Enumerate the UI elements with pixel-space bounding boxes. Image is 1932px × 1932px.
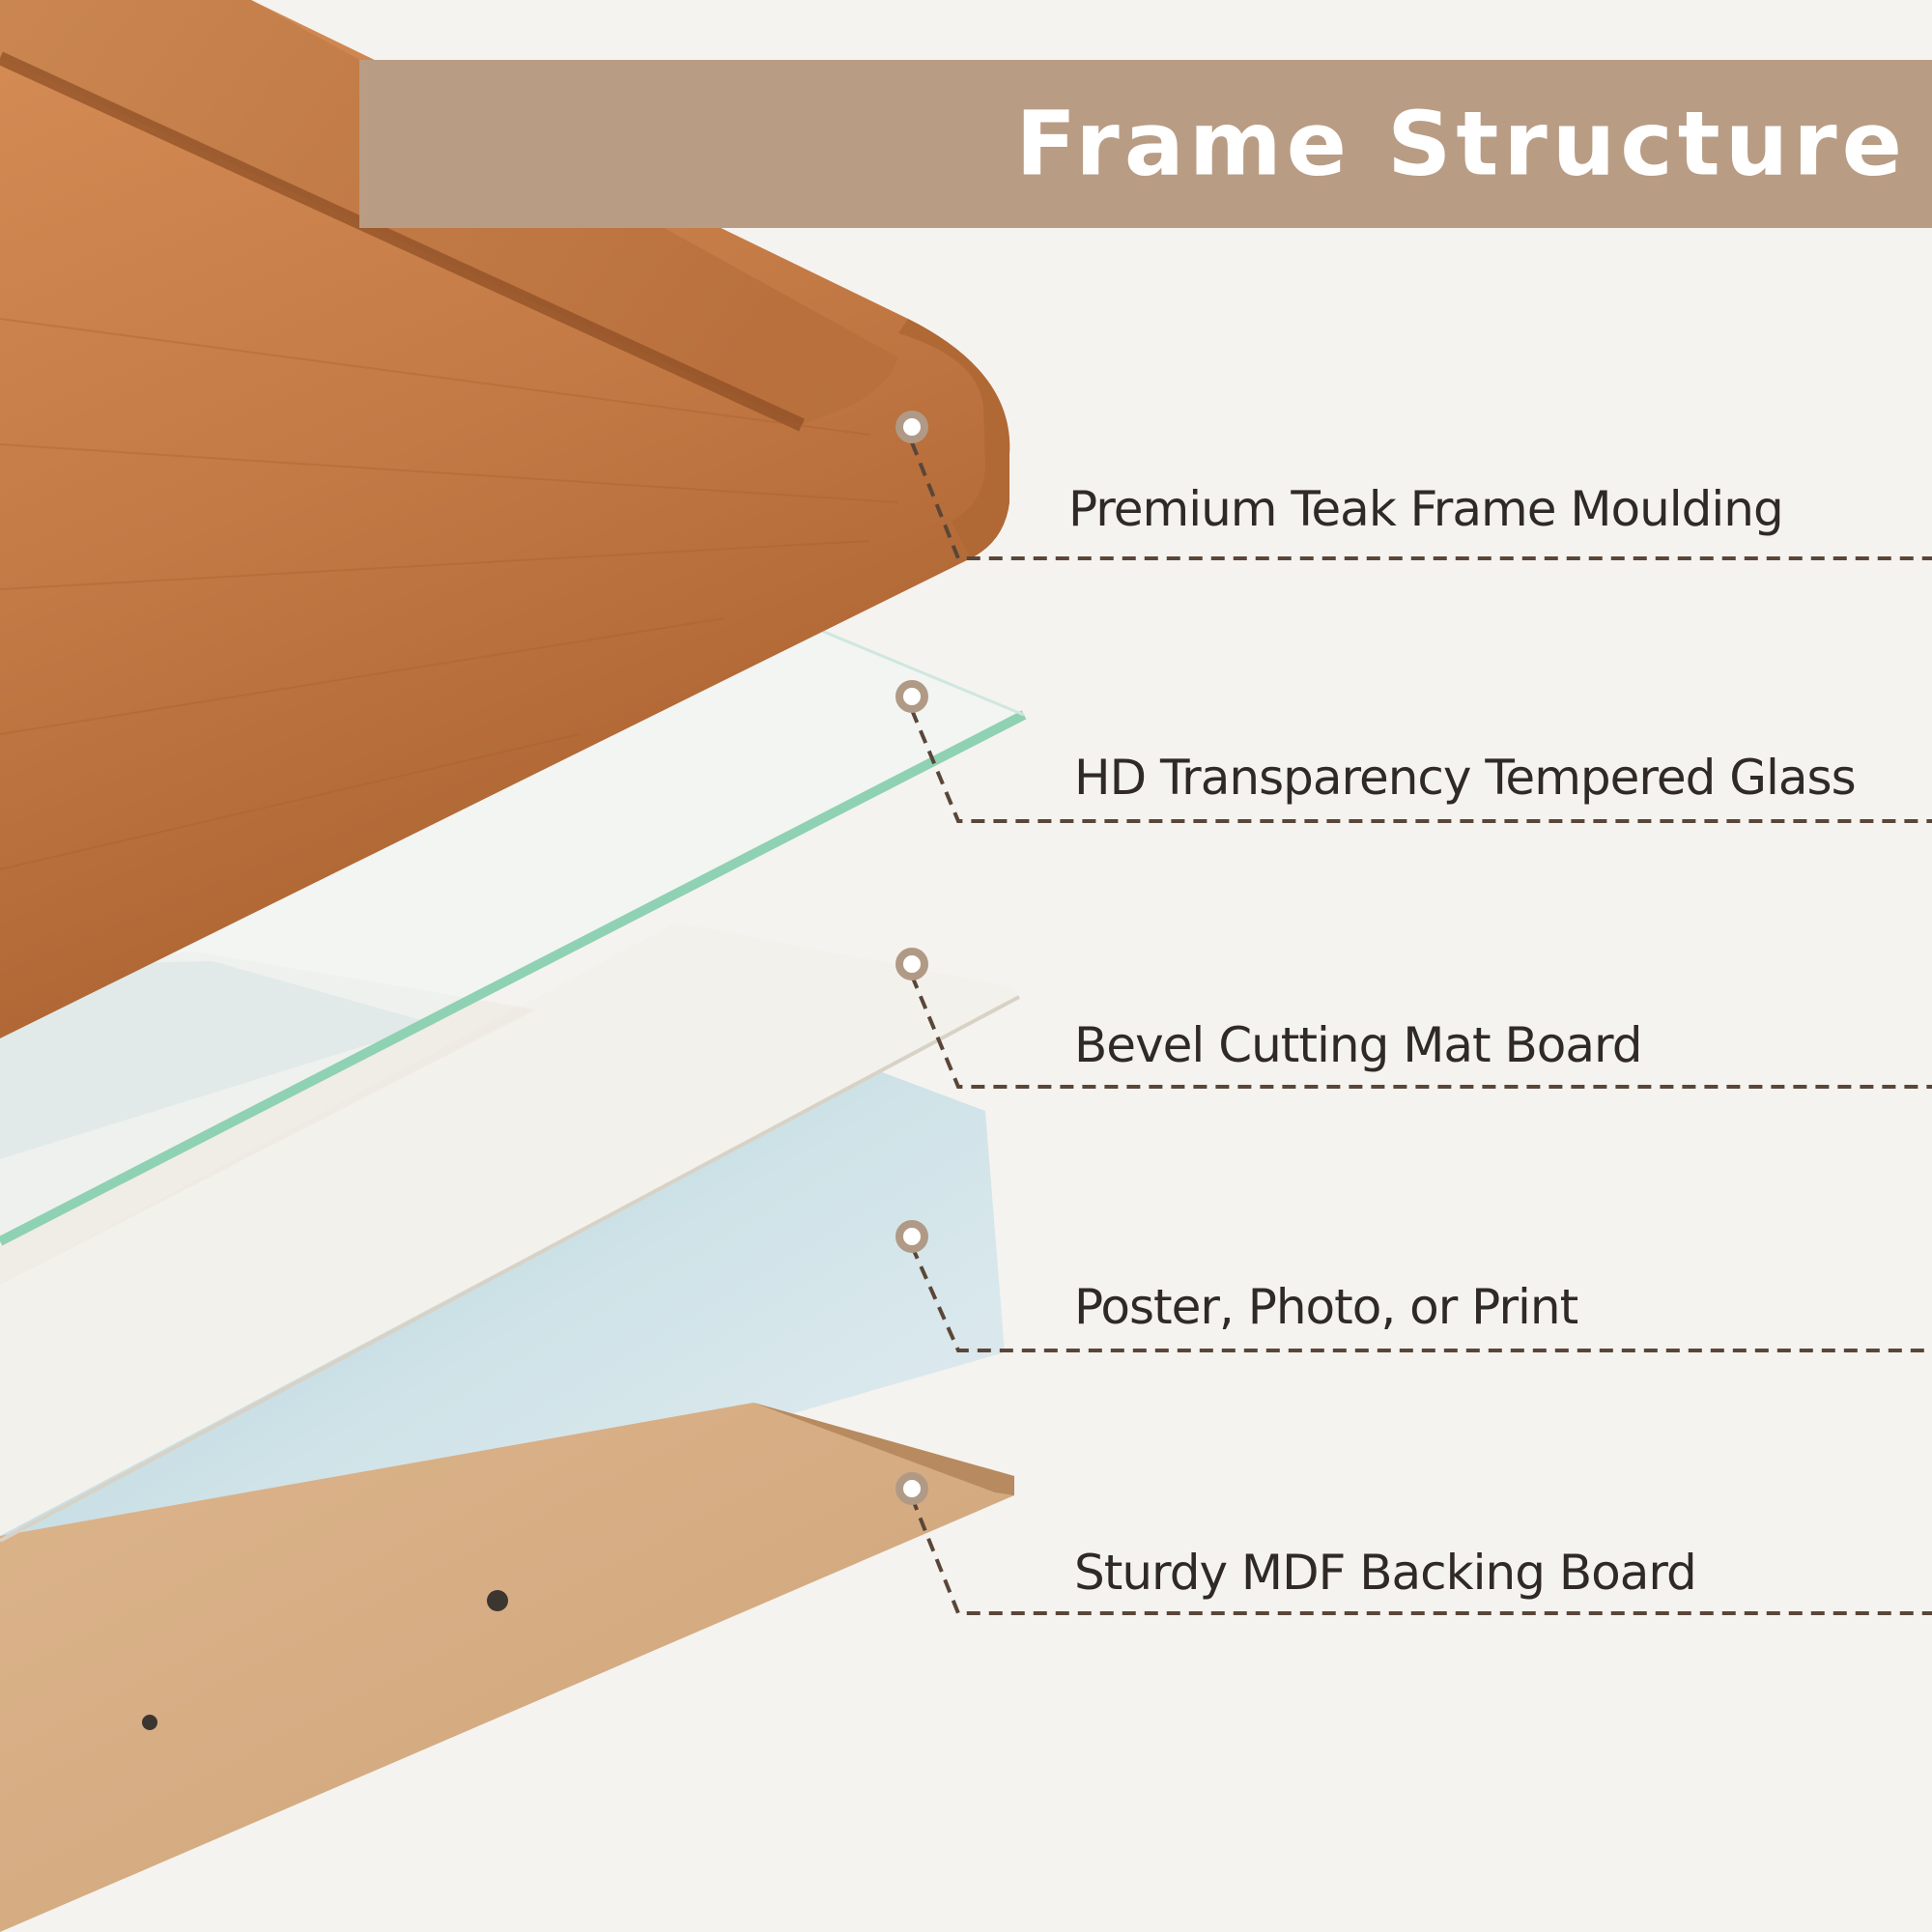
leader-line-mat — [910, 975, 1932, 1089]
marker-dot-mat — [895, 948, 928, 980]
label-tempered-glass: HD Transparency Tempered Glass — [1074, 750, 1857, 806]
frame-rounded-corner — [898, 319, 1010, 558]
title-banner: Frame Structure — [359, 60, 1932, 228]
frame-rabbet-groove — [0, 51, 805, 432]
page-title: Frame Structure — [1015, 92, 1907, 196]
photo-layer — [0, 1038, 1005, 1642]
label-mat-board: Bevel Cutting Mat Board — [1074, 1017, 1642, 1073]
glass-front-edge — [0, 710, 1027, 1246]
leader-line-glass — [910, 709, 1932, 823]
label-mdf-backing-board: Sturdy MDF Backing Board — [1074, 1545, 1697, 1601]
leader-line-print — [910, 1245, 1932, 1352]
teak-frame-moulding — [0, 0, 1010, 1038]
label-poster-photo-print: Poster, Photo, or Print — [1074, 1279, 1578, 1335]
mdf-hanger-hole-2 — [142, 1715, 157, 1730]
mdf-hanger-hole — [487, 1590, 508, 1611]
marker-dot-glass — [895, 680, 928, 713]
mdf-board-edge — [753, 1403, 1014, 1495]
marker-dot-print — [895, 1220, 928, 1253]
bevel-mat-board — [0, 923, 1019, 1536]
marker-dot-frame — [895, 411, 928, 443]
label-teak-frame-moulding: Premium Teak Frame Moulding — [1068, 481, 1784, 537]
marker-dot-mdf — [895, 1472, 928, 1505]
wood-grain-lines — [0, 318, 899, 870]
mat-board-edge — [0, 995, 1020, 1543]
mdf-backing-board — [0, 1403, 1014, 1932]
